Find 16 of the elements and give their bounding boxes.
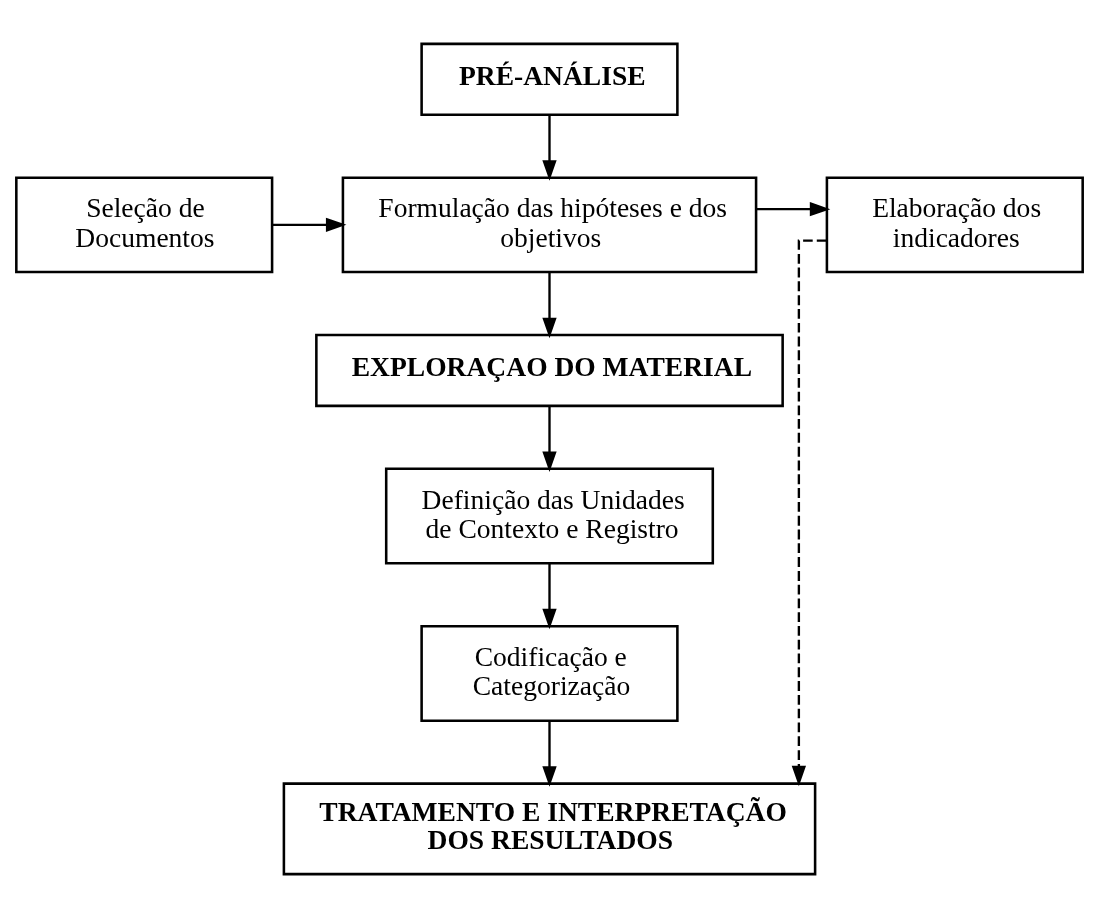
node-box: Formulação das hipóteses e dos objetivos: [341, 176, 758, 274]
node-box: EXPLORAÇAO DO MATERIAL: [315, 333, 784, 408]
arrow: [542, 720, 557, 787]
node-box: Seleção de Documentos: [15, 176, 274, 274]
arrow: [542, 115, 557, 181]
arrow: [542, 406, 557, 472]
arrow: [272, 217, 347, 233]
node-box: Definição das Unidades de Contexto e Registro: [384, 467, 715, 565]
arrow: [542, 563, 557, 630]
node-box: Codificação e Categorização: [420, 624, 679, 722]
arrow: [756, 201, 831, 217]
arrow: [542, 272, 557, 339]
arrow: [791, 239, 827, 787]
node-box: PRÉ-ANÁLISE: [420, 42, 679, 116]
node-box: Elaboração dos indicadores: [825, 176, 1084, 274]
node-box: TRATAMENTO E INTERPRETAÇÃO DOS RESULTADOS: [282, 782, 817, 876]
